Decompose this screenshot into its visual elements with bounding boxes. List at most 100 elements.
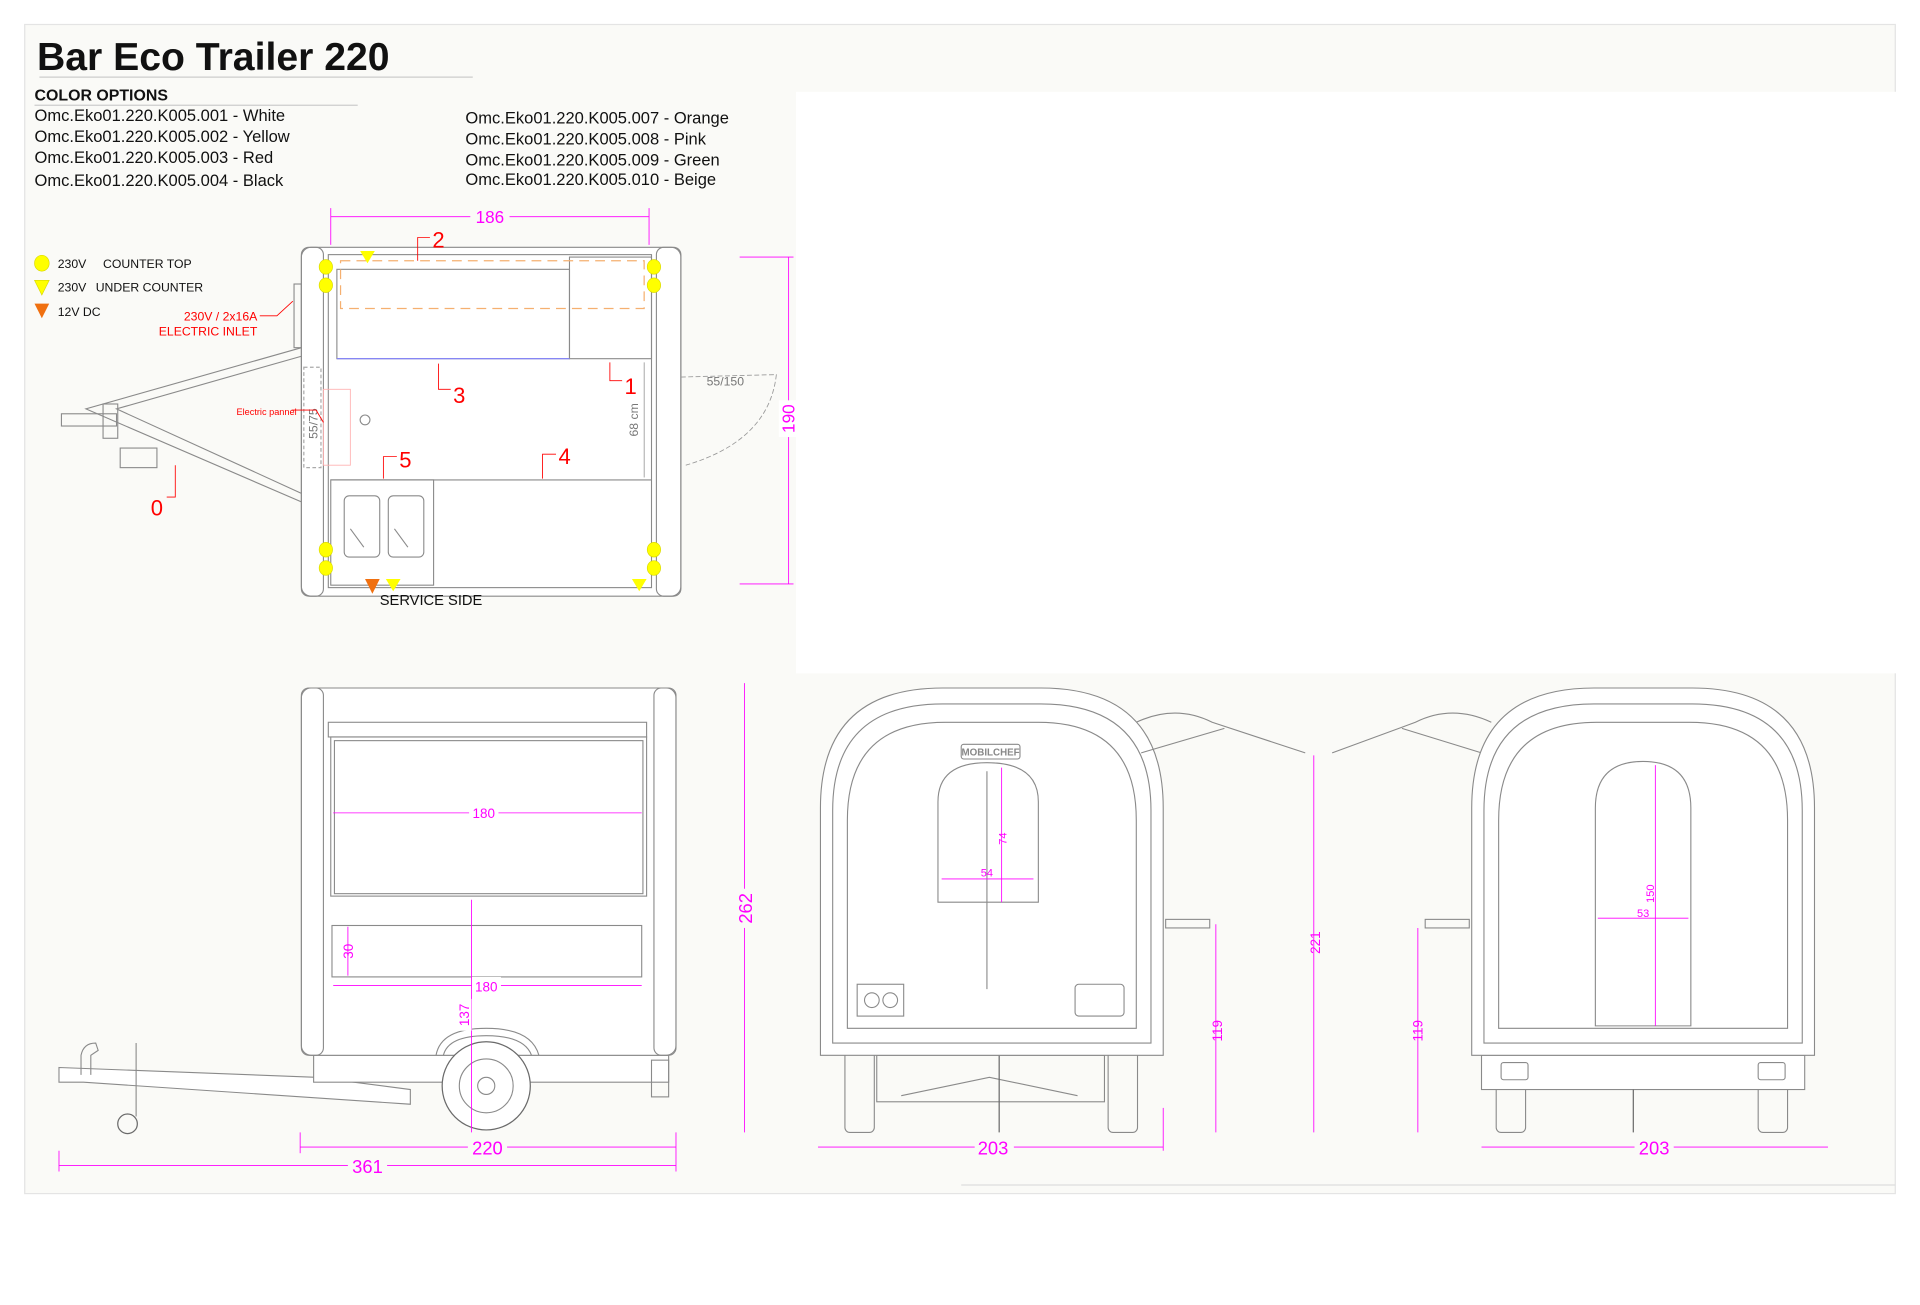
hitch-handle: [80, 1042, 99, 1075]
serving-window: [330, 736, 648, 897]
rear-body-arch: [819, 687, 1164, 1056]
orange-triangle-icon: [34, 303, 50, 319]
sink-cabinet: [330, 479, 435, 586]
rear-body-arch-inner: [832, 703, 1152, 1044]
wheel-fender: [435, 1027, 540, 1056]
dimension-label-bg: [471, 976, 501, 993]
end-cap-left: [300, 687, 324, 1056]
dimension-shelf-height-119: 119: [1411, 1020, 1426, 1041]
drawbar-frame: [84, 347, 302, 503]
dimension-door-width-53: 53: [1637, 908, 1649, 920]
yellow-circle-icon: [646, 542, 661, 558]
wheel-fender-inner: [442, 1035, 533, 1056]
dimension-label-bg: [778, 400, 799, 438]
dimension-label-bg: [974, 1137, 1014, 1155]
color-options-right-list: Omc.Eko01.220.K005.007 - Orange Omc.Eko0…: [465, 109, 729, 189]
rear-hatch: [1074, 983, 1125, 1017]
dimension-awning-height-221: 221: [1308, 931, 1323, 953]
wheel-hub: [477, 1076, 496, 1095]
color-options-heading: COLOR OPTIONS: [35, 87, 168, 104]
rear-axle-brace: [901, 1076, 1078, 1097]
yellow-circle-icon: [318, 277, 333, 293]
socket: [863, 992, 880, 1009]
dimension-label-bg: [467, 1137, 508, 1155]
callout-leader: [542, 453, 557, 479]
yellow-triangle-icon: [34, 280, 50, 296]
dimension-panel-width-180: 180: [475, 980, 497, 995]
legend-voltage: 12V DC: [58, 305, 101, 319]
legend-label: COUNTER TOP: [103, 257, 192, 271]
yellow-circle-icon: [646, 259, 661, 275]
dimension-window-height-74: 74: [998, 832, 1010, 844]
top-view: 186 55/150 190: [60, 205, 799, 609]
dimension-total-height-262: 262: [735, 893, 756, 924]
rear-socket-box: [856, 983, 905, 1017]
dimension-door-height-150: 150: [1645, 884, 1657, 902]
yellow-circle-icon: [318, 560, 333, 576]
yellow-triangle-icon: [385, 579, 401, 592]
legend-voltage: 230V: [58, 280, 87, 294]
hitch-plate: [102, 403, 119, 439]
color-options-left-list: Omc.Eko01.220.K005.001 - White Omc.Eko01…: [35, 106, 290, 190]
end-cap-right: [655, 246, 682, 597]
front-chassis-beam: [1480, 1054, 1806, 1091]
dimension-label-bg: [734, 888, 755, 928]
awning-left: [1136, 712, 1306, 754]
yellow-circle-icon: [646, 560, 661, 576]
rear-window: [937, 762, 1039, 903]
dimension-panel-height-30: 30: [341, 944, 356, 959]
rear-view: MOBILCHEF 74 54 119 221 203: [817, 687, 1492, 1158]
side-door-label: 55/150: [707, 375, 745, 389]
color-option: Omc.Eko01.220.K005.009 - Green: [465, 150, 719, 169]
electric-panel-outline: [322, 388, 351, 466]
callout-leader: [166, 465, 176, 498]
chassis-bracket: [650, 1059, 670, 1098]
callout-2: 2: [432, 227, 444, 252]
yellow-circle-icon: [646, 277, 661, 293]
color-option: Omc.Eko01.220.K005.003 - Red: [35, 148, 274, 167]
sink-basin: [387, 495, 425, 558]
dimension-front-width-203: 203: [1639, 1137, 1670, 1158]
wheel-rim: [458, 1058, 514, 1114]
awning-right: [1331, 712, 1492, 754]
legend-voltage: 230V: [58, 257, 87, 271]
yellow-circle-icon: [34, 254, 50, 272]
front-body-arch-inner: [1483, 703, 1803, 1044]
wheel: [441, 1041, 531, 1131]
back-cabinet: [568, 256, 653, 360]
dimension-window-width-54: 54: [981, 868, 993, 880]
electric-panel-leader: [291, 409, 324, 423]
dimension-body-length-220: 220: [472, 1137, 503, 1158]
dimension-label-bg: [456, 998, 472, 1031]
dimension-label-bg: [469, 804, 499, 821]
trailer-body-top: [300, 246, 682, 597]
callout-5: 5: [399, 448, 411, 473]
sink-basin: [343, 495, 381, 558]
end-cap-right: [653, 687, 677, 1056]
shelf-bracket: [1424, 918, 1470, 929]
color-option: Omc.Eko01.220.K005.004 - Black: [35, 171, 285, 190]
reflector: [1500, 1062, 1529, 1081]
door-opening-label: 55/75: [306, 408, 320, 439]
yellow-circle-icon: [318, 542, 333, 558]
front-body-arch: [1471, 687, 1816, 1056]
front-panel: [1498, 721, 1789, 1029]
electric-inlet-label: ELECTRIC INLET: [159, 324, 258, 338]
drawbar-frame-inner: [114, 355, 302, 494]
front-door: [1594, 760, 1692, 1027]
water-tap: [349, 528, 365, 548]
logo-text: MOBILCHEF: [962, 747, 1020, 758]
color-option: Omc.Eko01.220.K005.008 - Pink: [465, 129, 706, 148]
dimension-shelf-height-119: 119: [1210, 1020, 1225, 1041]
color-option: Omc.Eko01.220.K005.007 - Orange: [465, 109, 729, 128]
drawing-area-white: [795, 91, 1920, 674]
jockey-wheel: [117, 1113, 138, 1135]
water-tap: [393, 528, 409, 548]
callout-3: 3: [453, 383, 465, 408]
dimension-rear-width-203: 203: [978, 1137, 1009, 1158]
yellow-circle-icon: [318, 259, 333, 275]
awning-strut: [1401, 727, 1482, 754]
side-view: 180 180 30 137 262 220 361: [58, 683, 756, 1177]
service-side-label: SERVICE SIDE: [380, 593, 483, 609]
